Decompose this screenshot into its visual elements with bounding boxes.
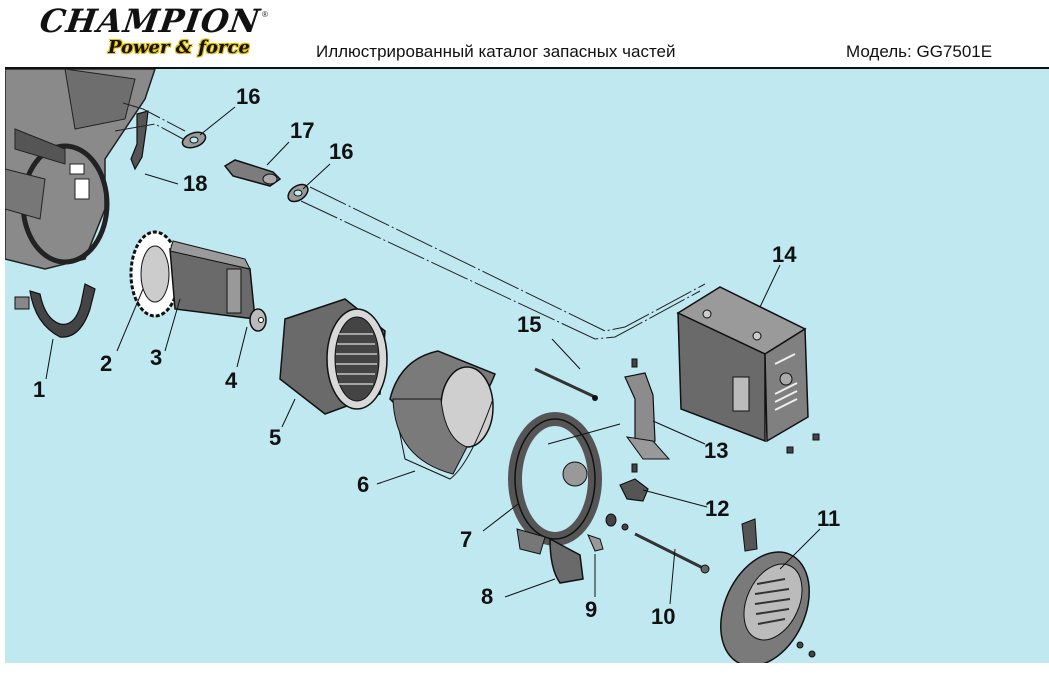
- part-17-wire-clamp: [223, 159, 282, 187]
- part-15-stator-bolt: [534, 367, 598, 401]
- part-7-rear-end-cover: [508, 412, 602, 555]
- part-16-grommet-a: [181, 131, 207, 149]
- part-14-control-box: [676, 286, 809, 443]
- registered-mark: ®: [262, 10, 268, 19]
- part-11-rear-cover: [720, 518, 810, 663]
- callout-1: 1: [33, 377, 46, 402]
- callout-4: 4: [225, 368, 238, 393]
- callout-16-a: 16: [236, 84, 261, 109]
- callout-3: 3: [150, 345, 163, 370]
- part-8-brush-cover: [549, 537, 584, 584]
- brand-wordmark: CHAMPION: [37, 2, 263, 40]
- callout-13: 13: [704, 438, 729, 463]
- part-1-clamp-band: [14, 283, 96, 338]
- header-divider: [5, 67, 1049, 69]
- part-18-cable-holder: [130, 110, 149, 171]
- champion-logo: CHAMPION ® Power & force: [37, 2, 280, 62]
- callout-14: 14: [772, 242, 797, 267]
- model-label: Модель: GG7501E: [846, 42, 993, 61]
- small-hardware: [605, 358, 820, 658]
- catalog-title: Иллюстрированный каталог запасных частей: [316, 42, 676, 61]
- part-13-control-box-bracket: [624, 372, 671, 460]
- part-9-brush-holder: [587, 534, 604, 552]
- part-5-stator: [279, 298, 388, 415]
- part-12-avr-connector: [619, 478, 649, 502]
- part-6-stator-cover-band: [389, 350, 496, 480]
- callout-7: 7: [460, 527, 473, 552]
- callout-15: 15: [517, 312, 542, 337]
- callout-6: 6: [357, 472, 370, 497]
- callout-8: 8: [481, 584, 494, 609]
- callout-10: 10: [651, 604, 676, 629]
- callout-11: 11: [817, 506, 841, 531]
- exploded-diagram: 1 2 3 4 5 6 7 8 9 10 11 12 13 14 15 16 1…: [5, 69, 1049, 663]
- callout-9: 9: [585, 597, 598, 622]
- callout-18: 18: [183, 171, 208, 196]
- brand-slogan: Power & force: [108, 37, 250, 58]
- leader-lines: [45, 106, 821, 605]
- engine-housing: [5, 69, 156, 270]
- callout-16-b: 16: [329, 139, 354, 164]
- callout-12: 12: [705, 496, 730, 521]
- diagram-drawing: [5, 69, 821, 663]
- callout-17: 17: [290, 118, 315, 143]
- callout-2: 2: [100, 351, 113, 376]
- part-4-rotor-bearing: [249, 308, 267, 332]
- part-3-rotor: [169, 240, 256, 320]
- part-10-through-bolt: [634, 532, 710, 574]
- callout-5: 5: [269, 425, 282, 450]
- wire-harness: [114, 102, 706, 340]
